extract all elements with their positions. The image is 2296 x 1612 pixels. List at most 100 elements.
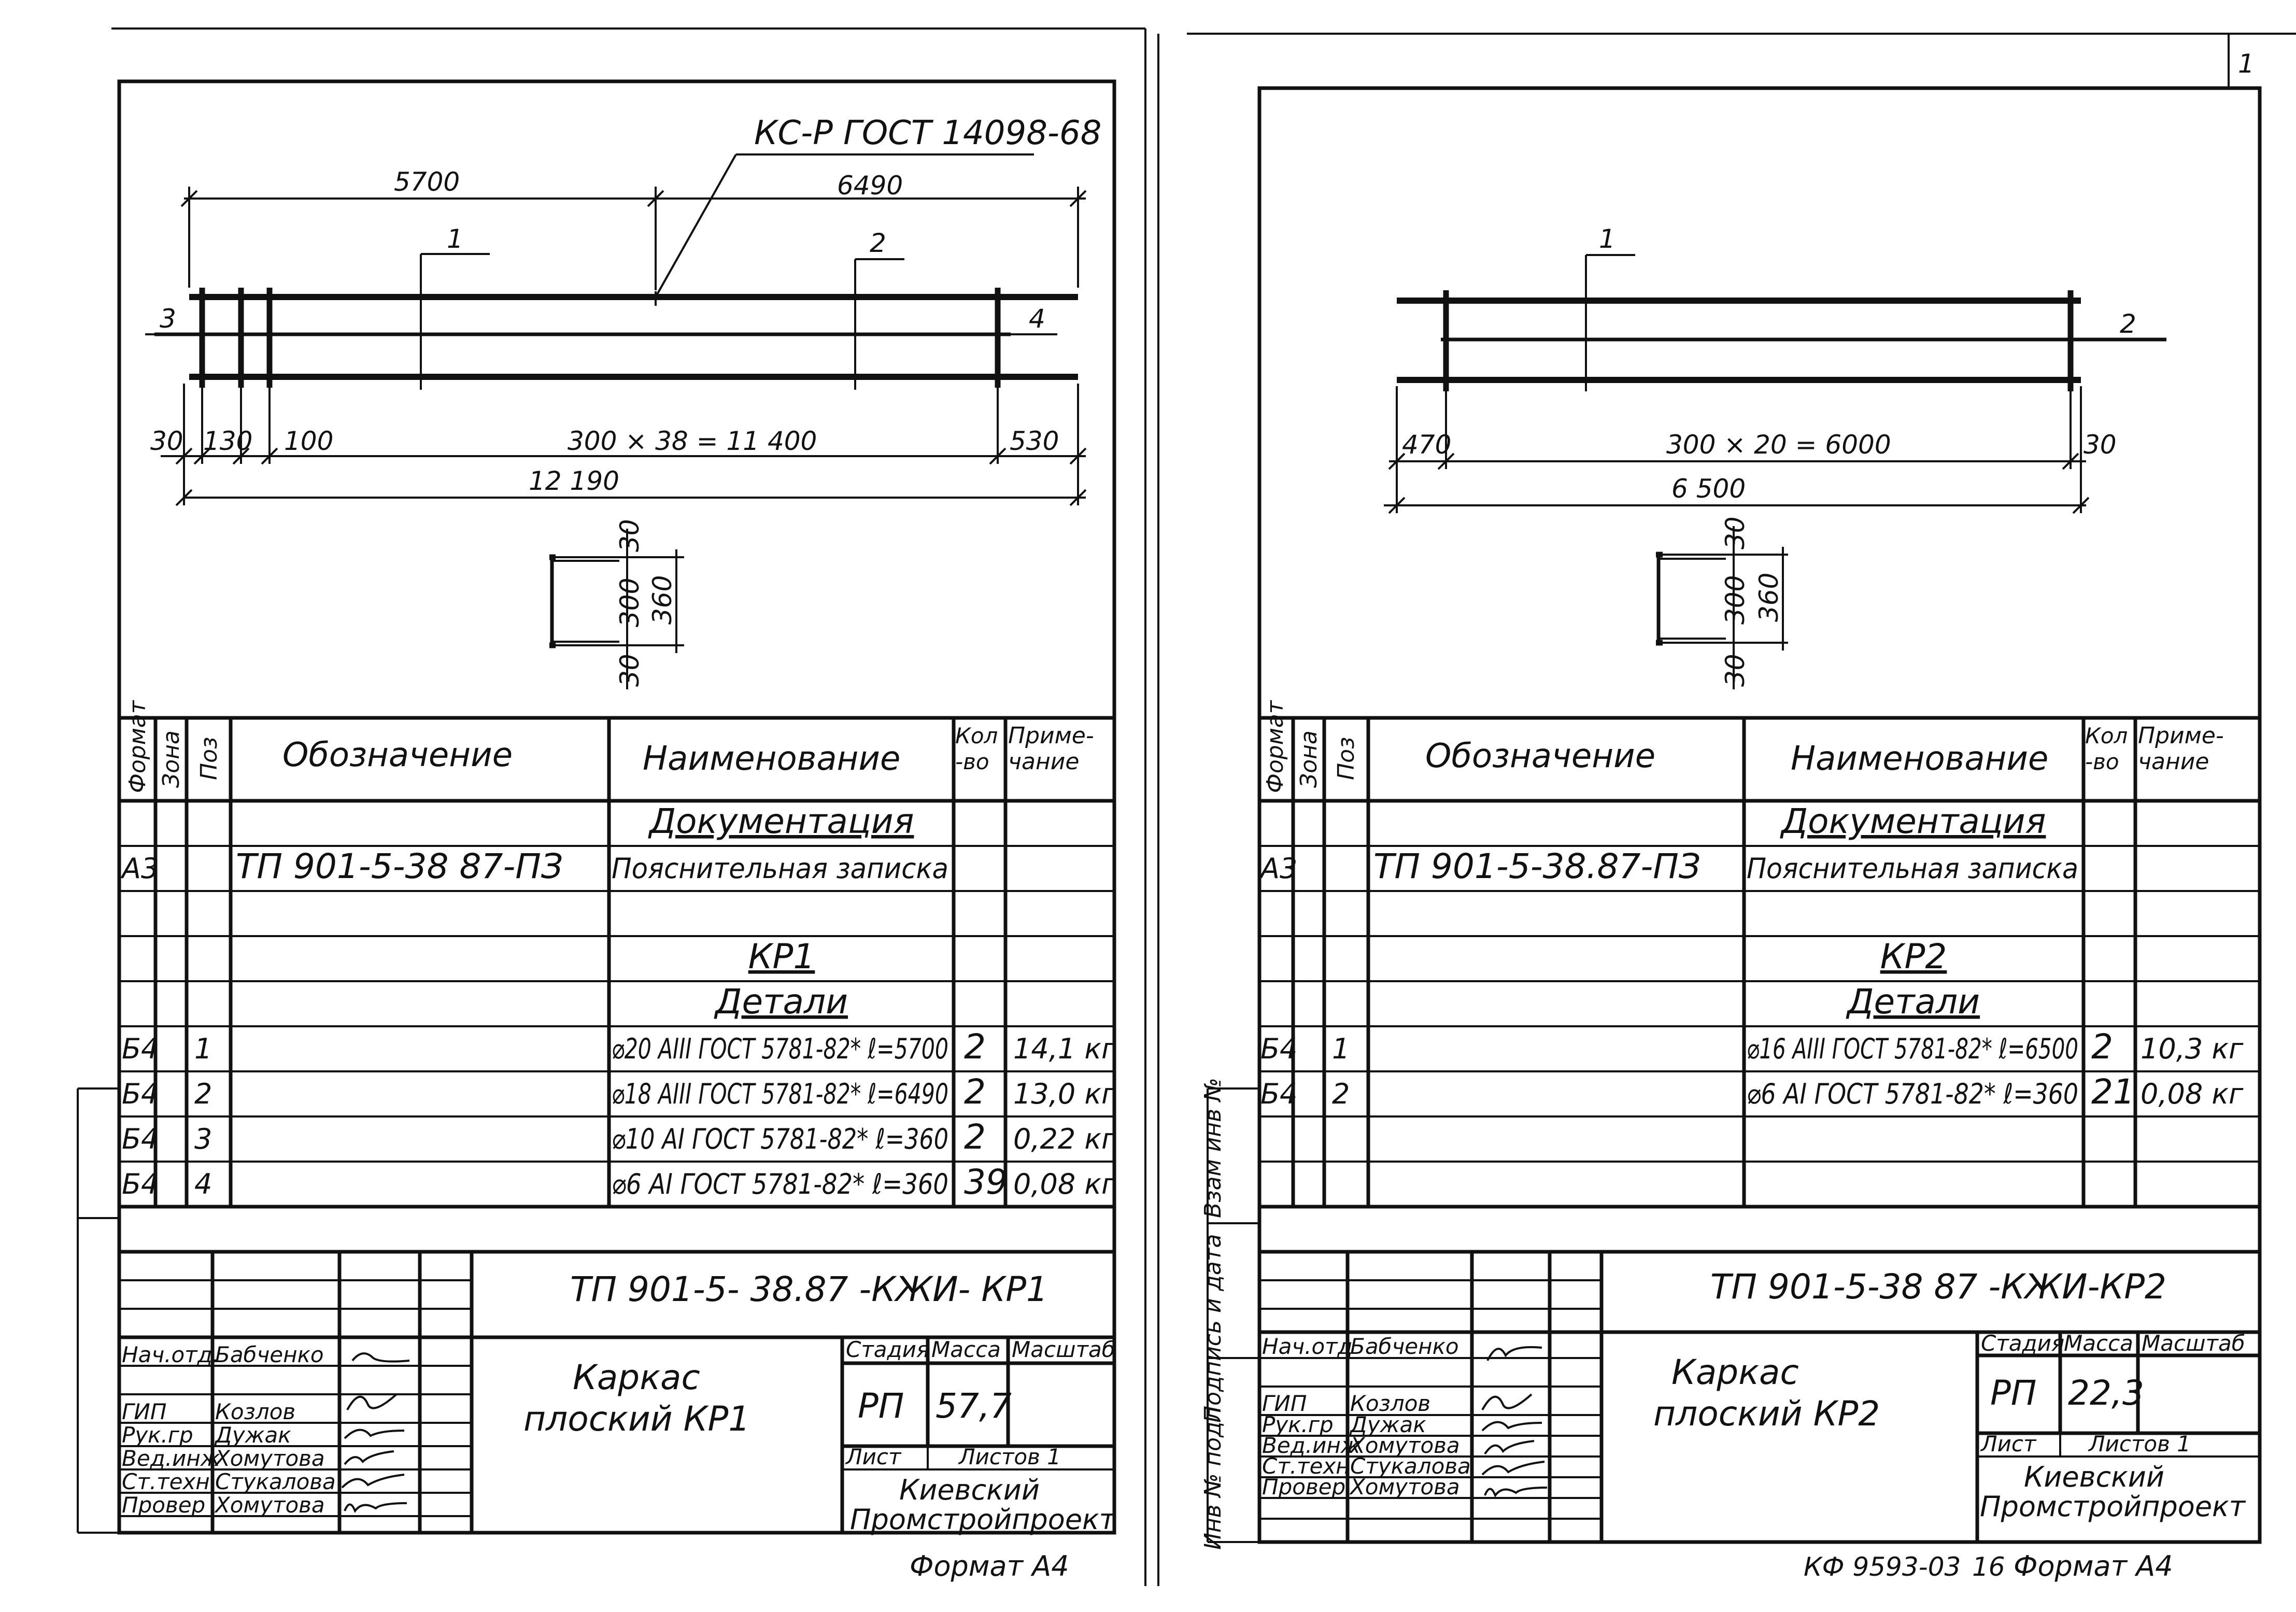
role-label: Провер: [122, 1492, 205, 1518]
section-kr2-inner: 300: [1720, 575, 1750, 625]
left-title-line2: плоский КР1: [523, 1399, 750, 1439]
role-label: Рук.гр: [122, 1422, 193, 1448]
row-name: Пояснительная записка: [1747, 852, 2078, 885]
section-inner: 300: [615, 578, 645, 627]
role-label: Провер: [1262, 1474, 1345, 1500]
row-format: Б4: [122, 1033, 159, 1065]
dim-kr2-30: 30: [2084, 430, 2117, 460]
section-top: 30: [615, 519, 645, 552]
row-section-heading: Детали: [1846, 982, 1980, 1022]
stamp-inv-orig: Инв № подл: [1200, 1407, 1226, 1550]
right-sheet-kr2: 1 Инв № подл Подпись и дата Взам инв № 1…: [1200, 34, 2262, 1582]
callout-kr2-pos-1: 1: [1599, 224, 1615, 254]
left-title-line1: Каркас: [573, 1358, 700, 1397]
right-mass-label: Масса: [2064, 1331, 2133, 1356]
row-qty: 2: [964, 1027, 986, 1067]
dim-100: 100: [284, 426, 333, 456]
col-qty: Кол-во: [955, 723, 998, 774]
right-title-block: [1259, 1250, 2260, 1542]
row-section-heading: КР1: [748, 937, 815, 977]
dim-30: 30: [150, 426, 183, 456]
left-mass: 57,7: [936, 1386, 1012, 1426]
col-kr2-format: Формат: [1262, 700, 1288, 793]
row-qty: 39: [964, 1162, 1008, 1202]
row-name: ⌀10 АI ГОСТ 5781-82* ℓ=360: [612, 1123, 948, 1155]
left-format-note: Формат А4: [910, 1550, 1069, 1582]
dim-kr2-span: 300 × 20 = 6000: [1666, 430, 1891, 460]
role-label: ГИП: [122, 1399, 166, 1424]
right-org-line1: Киевский: [2024, 1461, 2164, 1493]
left-sheet-label: Лист: [845, 1444, 902, 1469]
role-label: Нач.отд: [1262, 1334, 1353, 1359]
row-qty: 2: [2091, 1027, 2113, 1067]
col-format: Формат: [124, 700, 151, 793]
role-name: Козлов: [215, 1399, 295, 1424]
role-name: Хомутова: [1349, 1433, 1460, 1458]
row-note: 10,3 кг: [2141, 1033, 2244, 1065]
role-name: Бабченко: [1350, 1334, 1459, 1359]
row-note: 14,1 кг: [1013, 1033, 1116, 1065]
col-kr2-note: Приме-чание: [2138, 723, 2224, 775]
role-label: Нач.отд.: [122, 1342, 219, 1367]
row-section-heading: Документация: [1780, 801, 2046, 841]
right-format-note: Формат А4: [2014, 1550, 2173, 1582]
col-kr2-name: Наименование: [1791, 740, 2048, 778]
row-pos: 1: [194, 1033, 212, 1065]
callout-kr2-pos-2: 2: [2120, 309, 2136, 339]
right-scale-label: Масштаб: [2142, 1331, 2245, 1356]
left-doc-code: ТП 901-5- 38.87 -КЖИ- КР1: [570, 1269, 1048, 1309]
row-pos: 1: [1332, 1033, 1350, 1065]
role-label: ГИП: [1262, 1391, 1307, 1416]
right-doc-code: ТП 901-5-38 87 -КЖИ-КР2: [1710, 1267, 2166, 1307]
dim-kr2-470: 470: [1402, 430, 1451, 460]
row-format: А3: [120, 852, 159, 885]
row-format: А3: [1259, 852, 1297, 885]
role-label: Ст.техн: [1262, 1453, 1350, 1479]
role-label: Вед.инж: [1262, 1433, 1360, 1458]
row-note: 0,08 кг: [2141, 1078, 2244, 1110]
row-note: 0,22 кг: [1013, 1123, 1116, 1155]
stamp-inv-replace: Взам инв №: [1200, 1078, 1226, 1218]
section-kr2-bottom: 30: [1720, 654, 1750, 687]
left-frame: [117, 79, 1116, 1535]
footer-code: КФ 9593-03: [1804, 1552, 1961, 1582]
row-section-heading: Документация: [648, 801, 914, 841]
col-kr2-qty: Кол-во: [2085, 723, 2128, 774]
callout-pos-1: 1: [447, 224, 463, 254]
left-title-block: [119, 1250, 1114, 1533]
row-format: Б4: [1260, 1078, 1297, 1110]
right-stage: РП: [1990, 1373, 2036, 1413]
dim-130: 130: [203, 426, 252, 456]
right-spec-table: [1259, 716, 2260, 1209]
right-frame: [1257, 86, 2262, 1544]
row-pos: 4: [194, 1168, 212, 1200]
col-pos: Поз: [196, 737, 222, 780]
section-kr2-top: 30: [1720, 516, 1750, 549]
right-sheet-label: Лист: [1980, 1431, 2037, 1457]
left-signatures: [341, 1352, 410, 1514]
left-stage: РП: [858, 1386, 904, 1426]
left-spec-table: [119, 716, 1114, 1209]
col-name: Наименование: [643, 740, 900, 778]
row-format: Б4: [122, 1123, 159, 1155]
row-name: ⌀16 АIII ГОСТ 5781-82* ℓ=6500: [1747, 1033, 2078, 1065]
right-mass: 22,3: [2068, 1373, 2144, 1413]
role-label: Рук.гр: [1262, 1412, 1334, 1437]
row-pos: 2: [194, 1078, 212, 1110]
left-org-line2: Промстройпроект: [850, 1503, 1116, 1536]
row-format: Б4: [122, 1168, 159, 1200]
right-org-line2: Промстройпроект: [1980, 1490, 2246, 1523]
row-qty: 21: [2091, 1072, 2135, 1112]
col-designation: Обозначение: [282, 736, 513, 774]
col-note: Приме-чание: [1008, 723, 1094, 775]
role-name: Козлов: [1350, 1391, 1430, 1416]
right-title-line1: Каркас: [1671, 1352, 1799, 1392]
left-org-line1: Киевский: [899, 1474, 1040, 1506]
row-name: ⌀6 АI ГОСТ 5781-82* ℓ=360: [1747, 1078, 2078, 1110]
dim-5700: 5700: [394, 167, 460, 197]
role-name: Хомутова: [1349, 1474, 1460, 1500]
right-signatures: [1481, 1346, 1548, 1498]
callout-pos-3: 3: [160, 304, 176, 334]
